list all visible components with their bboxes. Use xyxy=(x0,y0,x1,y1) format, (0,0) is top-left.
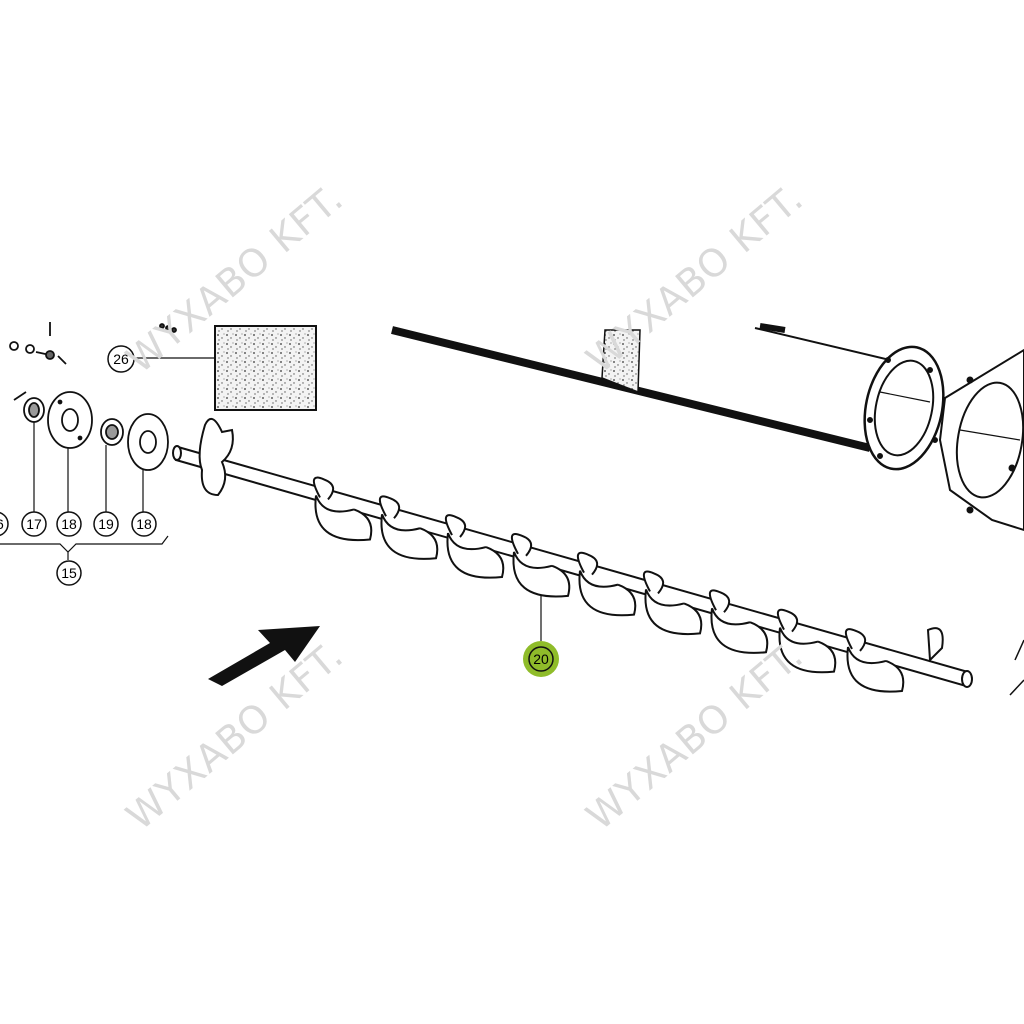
auger-flight xyxy=(313,476,373,542)
callout-19: 19 xyxy=(98,516,114,532)
auger-flight xyxy=(379,495,439,560)
auger-flight xyxy=(777,608,837,674)
leaders-left xyxy=(0,422,169,560)
auger-flight xyxy=(845,628,905,693)
shield-plate xyxy=(214,325,317,411)
auger-flight xyxy=(577,551,637,617)
callout-18a: 18 xyxy=(61,516,77,532)
callout-26: 26 xyxy=(113,351,129,367)
callout-17: 17 xyxy=(26,516,42,532)
auger-shaft xyxy=(172,445,973,688)
paddle xyxy=(198,417,234,497)
bearing-parts xyxy=(9,322,177,471)
callout-16: 16 xyxy=(0,516,4,532)
auger-flight xyxy=(709,589,769,654)
callout-20: 20 xyxy=(533,651,549,667)
auger-flight xyxy=(445,514,505,579)
auger-flight xyxy=(511,532,571,598)
auger-flight xyxy=(643,570,703,636)
callouts: 16 17 18 19 18 15 26 20 xyxy=(0,345,559,677)
auger-tube xyxy=(391,323,945,471)
auger-flights xyxy=(313,476,944,693)
direction-arrow xyxy=(208,626,320,686)
auger-flight-end xyxy=(926,627,944,663)
callout-18b: 18 xyxy=(136,516,152,532)
flange-plate xyxy=(938,348,1024,696)
callout-15: 15 xyxy=(61,565,77,581)
